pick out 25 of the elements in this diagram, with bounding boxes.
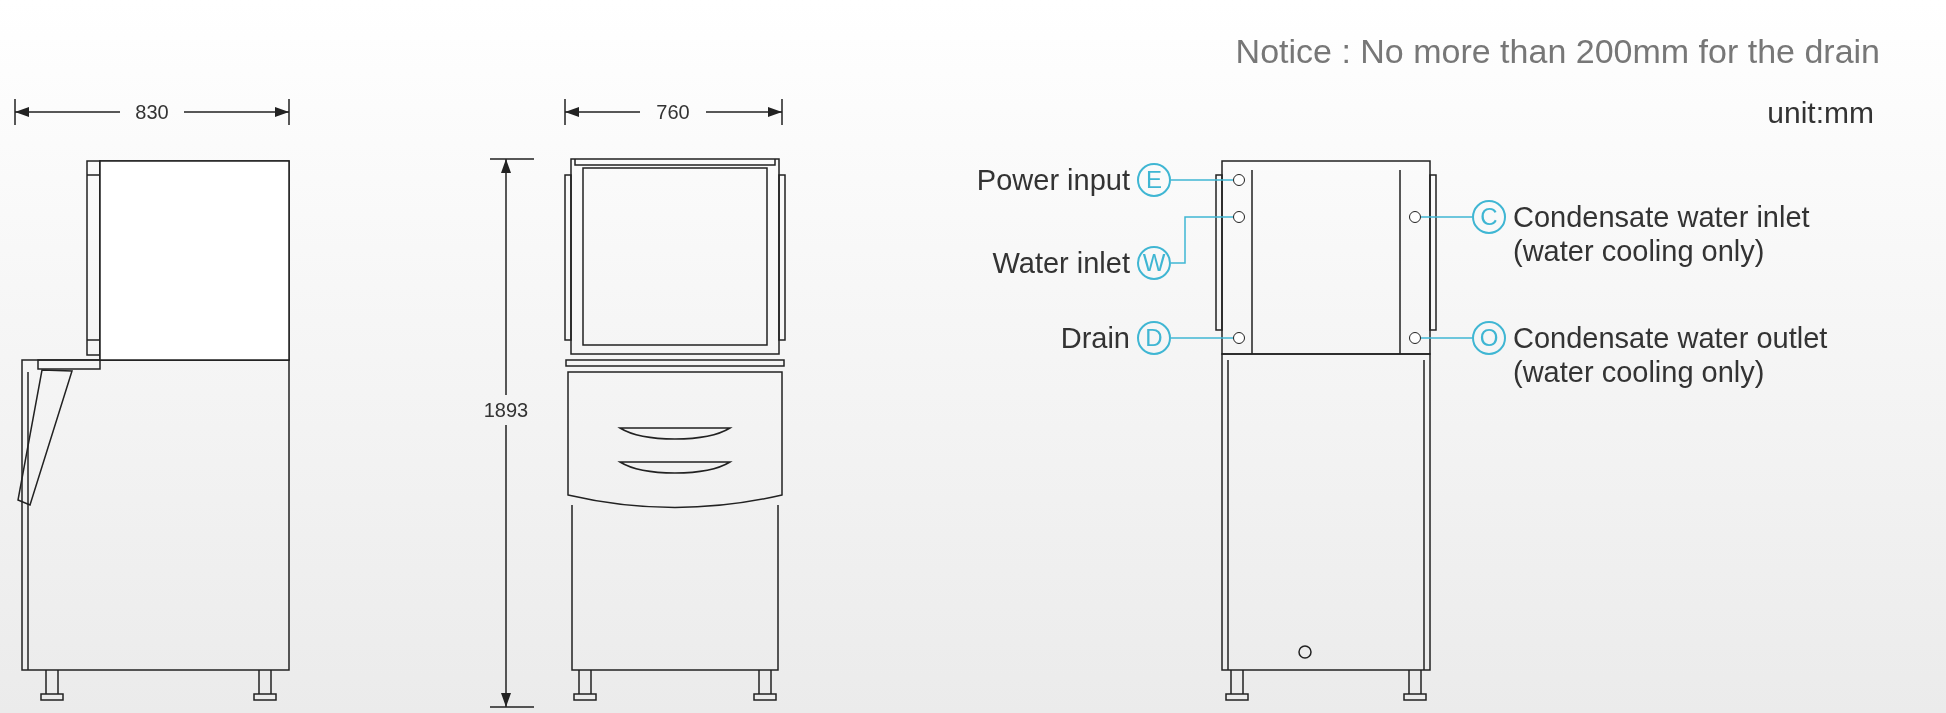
- port-circle: [1233, 332, 1245, 344]
- dimension-label: 830: [135, 100, 169, 124]
- leader-line: [1170, 337, 1234, 339]
- port-circle: [1233, 174, 1245, 186]
- unit-note: unit:mm: [1767, 96, 1874, 130]
- leader-line: [1420, 216, 1473, 218]
- dimension-label: 760: [656, 100, 690, 124]
- dimension-label: 1893: [483, 398, 529, 422]
- callout-letter: E: [1137, 163, 1171, 197]
- callout-letter: O: [1472, 321, 1506, 355]
- port-circle: [1409, 211, 1421, 223]
- callout-label: Condensate water outlet (water cooling only): [1513, 321, 1829, 389]
- leader-line: [1170, 216, 1234, 264]
- port-circle: [1233, 211, 1245, 223]
- callout-label: Condensate water inlet (water cooling only): [1513, 200, 1811, 268]
- callout-label: Drain: [1060, 321, 1130, 355]
- callout-label: Water inlet: [992, 246, 1130, 280]
- port-circle: [1409, 332, 1421, 344]
- leader-line: [1420, 337, 1473, 339]
- callout-letter: C: [1472, 200, 1506, 234]
- callout-label: Power input: [976, 163, 1130, 197]
- leader-line: [1170, 179, 1234, 181]
- callout-letter: D: [1137, 321, 1171, 355]
- notice-text: Notice : No more than 200mm for the drain: [1235, 31, 1880, 71]
- callout-letter: W: [1137, 246, 1171, 280]
